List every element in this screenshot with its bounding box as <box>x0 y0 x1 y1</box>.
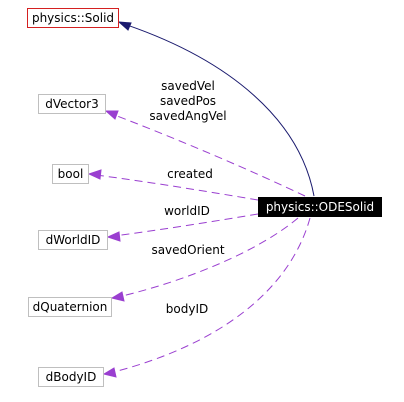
arrowhead-dbodyid <box>102 367 117 378</box>
node-physics-odesolid[interactable]: physics::ODESolid <box>258 197 382 217</box>
edge-dbodyid <box>109 217 311 374</box>
edge-label-world-id: worldID <box>164 204 210 218</box>
edge-label-body-id: bodyID <box>165 302 209 316</box>
node-bool[interactable]: bool <box>52 164 89 184</box>
node-dquaternion[interactable]: dQuaternion <box>28 297 112 317</box>
edge-dquaternion <box>117 217 299 298</box>
node-dvector3[interactable]: dVector3 <box>38 94 106 114</box>
edge-label-saved-vel: savedVel <box>161 79 215 93</box>
node-physics-solid[interactable]: physics::Solid <box>27 8 119 28</box>
arrowhead-dvector3 <box>104 110 119 120</box>
edge-inheritance <box>123 23 315 197</box>
edge-label-created: created <box>167 167 213 181</box>
edge-bool <box>95 174 259 201</box>
node-dworldid[interactable]: dWorldID <box>38 230 108 250</box>
edge-label-saved-pos: savedPos <box>159 94 217 108</box>
edge-label-saved-orient: savedOrient <box>151 243 225 257</box>
arrowhead-bool <box>87 169 102 180</box>
node-dbodyid[interactable]: dBodyID <box>38 367 104 387</box>
edge-dworldid <box>113 213 259 237</box>
arrowhead-dquaternion <box>110 291 125 302</box>
edge-dvector3 <box>111 113 306 197</box>
arrowhead-dworldid <box>106 231 121 242</box>
edge-label-saved-ang-vel: savedAngVel <box>149 109 227 123</box>
arrowhead-inheritance <box>117 21 132 31</box>
